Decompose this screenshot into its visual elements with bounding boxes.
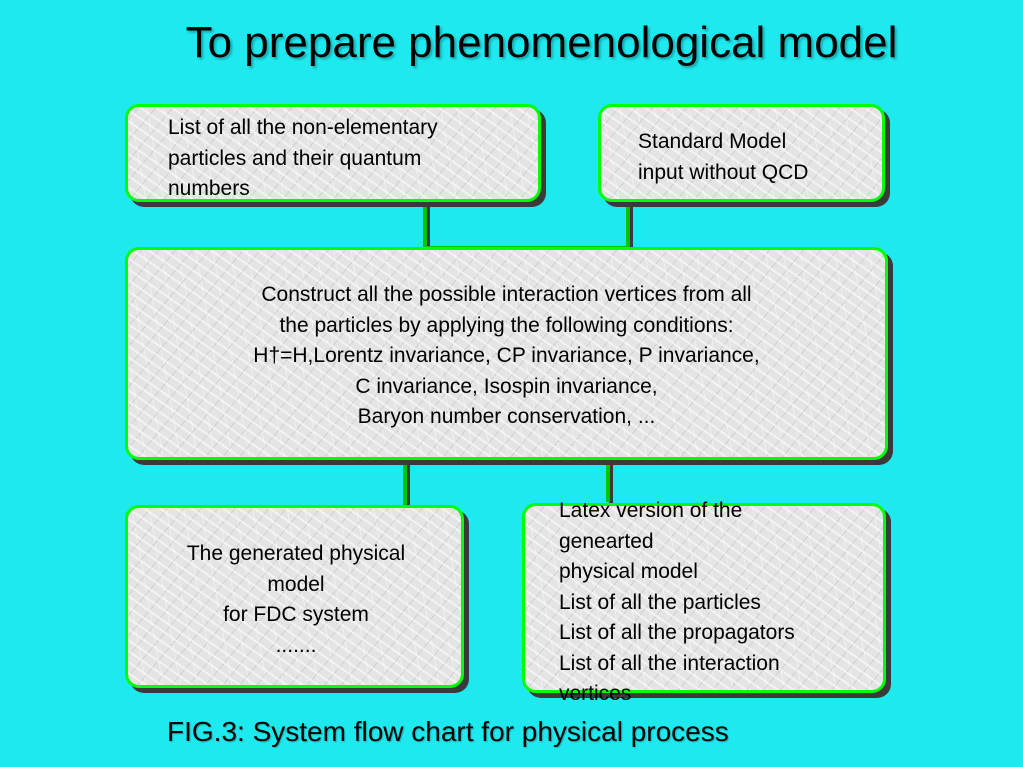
box-text-line: C invariance, Isospin invariance,	[355, 374, 658, 398]
box-text-line: for FDC system	[223, 603, 369, 626]
latex-box: Latex version of the genearted physical …	[522, 499, 886, 705]
connector-top	[423, 202, 630, 250]
box-text-line: Baryon number conservation, ...	[357, 405, 656, 428]
box-text-line: List of all the non-elementary	[168, 116, 438, 139]
box-text-line: The generated physical	[186, 542, 406, 565]
standard-model-box-text: Standard Model input without QCD	[638, 127, 808, 188]
particles-box: List of all the non-elementary particles…	[125, 104, 541, 202]
box-text-line: Latex version of the	[559, 499, 743, 522]
box-text-line: genearted	[559, 529, 654, 553]
construct-box-text: Construct all the possible interaction v…	[128, 280, 885, 433]
construct-box: Construct all the possible interaction v…	[125, 247, 888, 460]
box-text-line: physical model	[559, 560, 698, 583]
particles-box-text: List of all the non-elementary particles…	[168, 113, 438, 205]
box-text-line: particles and their quantum	[168, 146, 422, 170]
connector-bottom-left	[300, 460, 407, 511]
box-text-line: List of all the particles	[559, 590, 761, 614]
box-text-line: vertices	[559, 682, 632, 705]
box-text-line: List of all the interaction	[559, 651, 780, 675]
box-text-line: numbers	[168, 177, 250, 200]
box-text-line: the particles by applying the following …	[279, 313, 734, 337]
connector-shadow-top	[426, 205, 633, 253]
box-text-line: H†=H,Lorentz invariance, CP invariance, …	[253, 344, 760, 367]
box-text-line: Construct all the possible interaction v…	[261, 283, 752, 306]
box-text-line: List of all the propagators	[559, 621, 795, 644]
standard-model-box: Standard Model input without QCD	[598, 104, 885, 202]
box-text-line: .......	[275, 633, 317, 657]
generated-model-box-text: The generated physical model for FDC sys…	[128, 539, 464, 661]
generated-model-box: The generated physical model for FDC sys…	[125, 505, 464, 688]
box-text-line: Standard Model	[638, 130, 787, 153]
figure-caption: FIG.3: System flow chart for physical pr…	[167, 716, 729, 747]
latex-box-text: Latex version of the genearted physical …	[559, 496, 795, 710]
slide-title: To prepare phenomenological model	[185, 18, 898, 67]
box-text-line: input without QCD	[638, 160, 809, 184]
box-text-line: model	[267, 572, 325, 596]
